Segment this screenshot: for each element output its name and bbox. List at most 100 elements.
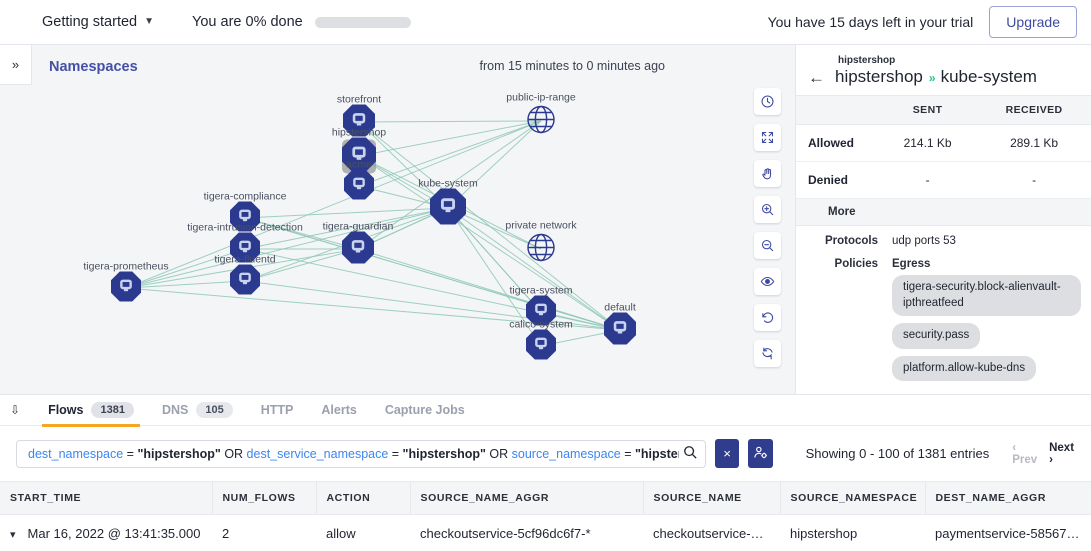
tab-badge: 105: [196, 402, 233, 418]
chevron-down-icon[interactable]: ▾: [10, 529, 16, 541]
graph-node-label: kube-system: [418, 177, 478, 190]
progress-bar: [314, 16, 411, 28]
graph-node-label: tigera-guardian: [322, 220, 394, 233]
column-header-action[interactable]: ACTION: [316, 481, 411, 515]
expand-sidebar-button[interactable]: »: [0, 45, 32, 85]
flow-direction-icon: »: [928, 71, 936, 85]
graph-title-namespaces[interactable]: Namespaces: [49, 59, 138, 75]
query-token-op: =: [123, 446, 138, 461]
zoom-out-icon[interactable]: [754, 232, 781, 259]
tab-capture-jobs[interactable]: Capture Jobs: [371, 395, 479, 426]
graph-node-label: public-ip-range: [506, 91, 576, 104]
details-title: hipstershop » kube-system: [835, 67, 1037, 87]
details-panel: hipstershop ← hipstershop » kube-system …: [795, 45, 1091, 394]
details-policies-row: Policies Egress tigera-security.block-al…: [796, 249, 1091, 390]
column-header-dest_name_aggr[interactable]: DEST_NAME_AGGR: [925, 481, 1091, 515]
search-icon[interactable]: [679, 445, 697, 462]
query-token-op: =: [620, 446, 635, 461]
graph-node-label: acme: [346, 158, 372, 171]
namespace-icon: [342, 137, 376, 175]
graph-node-public-ip-range[interactable]: public-ip-range: [506, 92, 576, 140]
graph-node-label: tigera-fluentd: [214, 253, 276, 266]
graph-node-label: tigera-intrusion-detection: [187, 221, 303, 234]
graph-node-acme[interactable]: acme: [344, 159, 374, 203]
graph-node-label: tigera-system: [509, 284, 573, 297]
clear-filter-button[interactable]: ×: [715, 439, 740, 468]
prev-page-button[interactable]: ‹ Prev: [1012, 441, 1038, 466]
search-query-text: dest_namespace = "hipstershop" OR dest_s…: [28, 447, 679, 461]
graph-node-tigera-prometheus[interactable]: tigera-prometheus: [83, 261, 169, 305]
eye-icon[interactable]: [754, 268, 781, 295]
traffic-row-denied: Denied - -: [796, 161, 1091, 199]
graph-node-private-network[interactable]: private network: [505, 220, 577, 268]
upgrade-button[interactable]: Upgrade: [989, 6, 1077, 38]
graph-node-tigera-intrusion-detection[interactable]: tigera-intrusion-detection: [187, 222, 303, 266]
user-filter-button[interactable]: [748, 439, 773, 468]
traffic-row-label: Denied: [796, 161, 878, 199]
cell-source_name_aggr: checkoutservice-5cf96dc6f7-*: [410, 514, 643, 551]
cell-source_namespace: hipstershop: [780, 514, 925, 551]
graph-node-tigera-compliance[interactable]: tigera-compliance: [204, 191, 286, 235]
graph-edges: [125, 120, 621, 347]
service-graph[interactable]: Namespaces from 15 minutes to 0 minutes …: [32, 45, 795, 394]
query-token-fld: dest_namespace: [28, 446, 124, 461]
hand-icon[interactable]: [754, 160, 781, 187]
undo-icon[interactable]: [754, 304, 781, 331]
chevron-down-icon: ▼: [144, 16, 155, 27]
namespace-icon: [526, 329, 556, 363]
graph-node-hipstershop[interactable]: hipstershop: [332, 127, 386, 175]
clock-icon[interactable]: [754, 88, 781, 115]
tab-http[interactable]: HTTP: [247, 395, 308, 426]
column-header-source_name_aggr[interactable]: SOURCE_NAME_AGGR: [410, 481, 644, 515]
details-kicker: hipstershop: [838, 55, 896, 66]
results-count: Showing 0 - 100 of 1381 entries: [805, 446, 990, 461]
tab-label: Capture Jobs: [384, 403, 465, 417]
graph-node-tigera-system[interactable]: tigera-system: [509, 285, 573, 329]
globe-icon: [524, 103, 558, 140]
query-token-bool: OR: [485, 446, 512, 461]
getting-started-menu[interactable]: Getting started ▼: [42, 14, 154, 30]
traffic-summary-header-row: SENT RECEIVED: [796, 95, 1091, 125]
trial-status-text: You have 15 days left in your trial: [767, 14, 974, 30]
traffic-summary-corner: [796, 95, 878, 125]
details-source: hipstershop: [835, 67, 923, 86]
back-arrow-icon[interactable]: ←: [808, 67, 825, 87]
policy-chip-list: tigera-security.block-alienvault-ipthrea…: [892, 275, 1081, 388]
traffic-denied-sent: -: [878, 161, 978, 199]
traffic-allowed-received: 289.1 Kb: [977, 124, 1091, 162]
graph-node-label: tigera-prometheus: [83, 260, 169, 273]
graph-node-calico-system[interactable]: calico-system: [509, 319, 573, 363]
graph-node-tigera-fluentd[interactable]: tigera-fluentd: [214, 254, 276, 298]
policy-chip[interactable]: tigera-security.block-alienvault-ipthrea…: [892, 275, 1081, 317]
graph-node-storefront[interactable]: storefront: [337, 94, 381, 140]
tab-alerts[interactable]: Alerts: [307, 395, 370, 426]
column-header-source_name[interactable]: SOURCE_NAME: [643, 481, 781, 515]
tab-dns[interactable]: DNS 105: [148, 395, 247, 426]
policy-chip[interactable]: platform.allow-kube-dns: [892, 355, 1037, 382]
refresh-icon[interactable]: [754, 340, 781, 367]
tab-label: DNS: [161, 403, 189, 417]
globe-icon: [524, 231, 558, 268]
column-header-num_flows[interactable]: NUM_FLOWS: [212, 481, 317, 515]
chevron-double-down-icon[interactable]: ⇩: [10, 403, 21, 417]
graph-node-tigera-guardian[interactable]: tigera-guardian: [323, 221, 393, 267]
chevron-double-right-icon: »: [11, 57, 20, 72]
policies-label: Policies: [834, 258, 878, 270]
column-header-start_time[interactable]: START_TIME: [0, 481, 213, 515]
column-header-source_namespace[interactable]: SOURCE_NAMESPACE: [780, 481, 926, 515]
graph-node-kube-system[interactable]: kube-system: [418, 178, 478, 228]
next-page-button[interactable]: Next ›: [1049, 441, 1075, 466]
graph-node-default[interactable]: default: [604, 302, 636, 348]
details-more-section-label[interactable]: More: [796, 199, 1091, 226]
search-input[interactable]: dest_namespace = "hipstershop" OR dest_s…: [16, 439, 706, 468]
zoom-in-icon[interactable]: [754, 196, 781, 223]
namespace-icon: [343, 104, 375, 140]
policy-chip[interactable]: security.pass: [892, 323, 981, 349]
expand-icon[interactable]: [754, 124, 781, 151]
